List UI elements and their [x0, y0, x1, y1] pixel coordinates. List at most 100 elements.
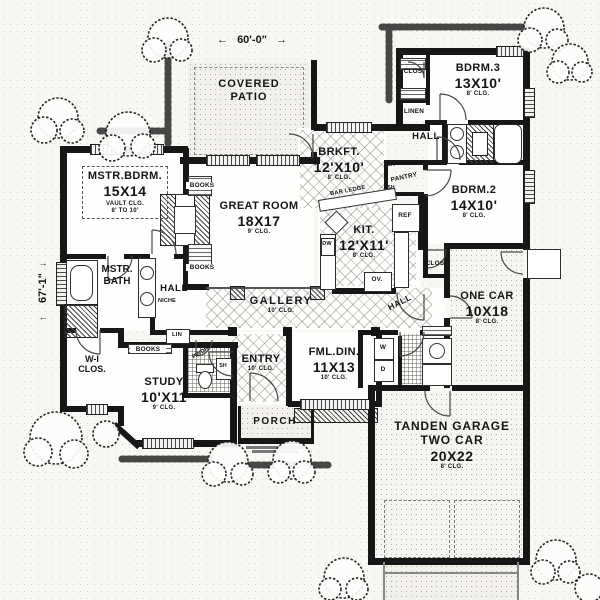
- tree: [23, 411, 89, 469]
- room-name: TWO CAR: [420, 432, 484, 447]
- window: [256, 155, 300, 166]
- room-name: BDRM.3: [455, 62, 501, 74]
- window: [524, 88, 535, 118]
- covered-patio-label: COVERED PATIO: [204, 78, 294, 103]
- toilet-bowl: [472, 132, 488, 156]
- room-name: GREAT ROOM: [219, 200, 299, 212]
- books-bottom-label: BOOKS: [186, 264, 218, 272]
- room-size: 12'X10': [313, 158, 365, 175]
- room-name: BATH: [103, 275, 131, 287]
- porch-step: [246, 446, 304, 449]
- room-ceiling: 10' CLG.: [267, 307, 295, 314]
- driveway-line: [383, 572, 519, 574]
- tree: [92, 420, 120, 448]
- covered-patio-floor: [188, 62, 310, 158]
- wall: [368, 558, 530, 565]
- wi-clos-label: W-I CLOS.: [70, 354, 114, 375]
- wall: [180, 157, 320, 164]
- wall: [442, 120, 447, 165]
- driveway: [384, 564, 518, 600]
- toilet-bowl: [198, 371, 212, 389]
- sink: [450, 145, 464, 159]
- tanden-garage-floor: [374, 392, 524, 560]
- kit-label: KIT. 12'X11' 8' CLG.: [328, 224, 400, 260]
- dimension-left-value: 67'-1": [37, 273, 49, 303]
- niche-label: NICHE: [157, 298, 177, 304]
- room-name: COVERED: [218, 78, 280, 90]
- dryer-label: D: [380, 366, 386, 373]
- wall: [418, 196, 423, 250]
- room-name: MSTR.: [101, 264, 133, 275]
- tanden-garage-label: TANDEN GARAGE TWO CAR 20X22 8' CLG.: [386, 419, 518, 471]
- wall: [286, 330, 292, 406]
- wall: [452, 385, 530, 391]
- wall: [238, 438, 314, 444]
- column: [228, 327, 237, 336]
- hedge-rows: [96, 23, 530, 469]
- toilet-alcove: [466, 124, 494, 164]
- room-name: BDRM.2: [451, 184, 497, 196]
- room-name: ENTRY: [241, 353, 281, 365]
- wall: [384, 192, 424, 196]
- wall: [396, 48, 403, 128]
- wall: [444, 243, 530, 249]
- window: [326, 122, 372, 133]
- counter: [394, 232, 409, 288]
- wall: [183, 393, 235, 398]
- room-name: PORCH: [253, 416, 297, 427]
- clos-b3-shelf: [400, 88, 426, 100]
- tree: [574, 573, 600, 600]
- tree: [546, 43, 593, 84]
- room-ceiling: 9' CLG.: [247, 228, 271, 235]
- driveway-edge: [383, 562, 385, 600]
- linen-cabinet: [166, 329, 190, 344]
- ref-label: REF: [398, 212, 412, 219]
- shower: [64, 304, 98, 338]
- porch-label: PORCH: [244, 416, 306, 428]
- refrigerator: [392, 204, 420, 232]
- wall: [358, 330, 363, 388]
- util-tile: [400, 334, 422, 384]
- room-size: 11X13: [312, 358, 356, 375]
- wall: [62, 254, 106, 259]
- room-ceiling: 8' CLG.: [475, 318, 499, 325]
- tree: [30, 97, 85, 144]
- wall: [384, 160, 446, 165]
- dimension-top: ← 60'-0" →: [200, 34, 304, 47]
- wi-clos-floor: [62, 330, 120, 406]
- room-ceiling: 8' CLG.: [327, 174, 351, 181]
- entry-tile: [232, 334, 286, 402]
- wall: [384, 160, 388, 196]
- wall: [368, 385, 430, 391]
- bathtub: [494, 124, 522, 164]
- room-name: STUDY: [144, 376, 184, 388]
- wall: [314, 124, 430, 131]
- room-name: FML.DIN.: [308, 346, 360, 358]
- room-ceiling: 9' CLG.: [152, 404, 176, 411]
- wall: [523, 48, 530, 250]
- tree: [517, 7, 569, 53]
- garage-bay: [454, 500, 520, 558]
- room-ceiling: 8' CLG.: [462, 212, 486, 219]
- sh-entry-label: SH: [219, 363, 227, 369]
- patio-inner-edge: [194, 67, 304, 155]
- room-ceiling: VAULT CLG.: [105, 200, 145, 207]
- fml-din-label: FML.DIN. 11X13 10' CLG.: [298, 346, 370, 382]
- entry-floor: [232, 332, 288, 404]
- clos-b3-label: CLOS.: [403, 68, 425, 75]
- wall: [426, 55, 430, 105]
- clos-b2-label: CLOS.: [425, 260, 447, 267]
- wall: [238, 406, 241, 440]
- wall: [174, 254, 188, 259]
- tree: [141, 17, 193, 63]
- entry-label: ENTRY 10' CLG.: [236, 353, 286, 373]
- wall: [423, 162, 428, 170]
- room-name: GALLERY: [249, 295, 313, 307]
- sh-pantry2-label: SH: [387, 185, 395, 191]
- room-name: BRKFT.: [318, 146, 360, 158]
- wall: [118, 342, 238, 348]
- wall: [183, 330, 237, 335]
- wall: [311, 406, 314, 440]
- wall: [118, 328, 124, 344]
